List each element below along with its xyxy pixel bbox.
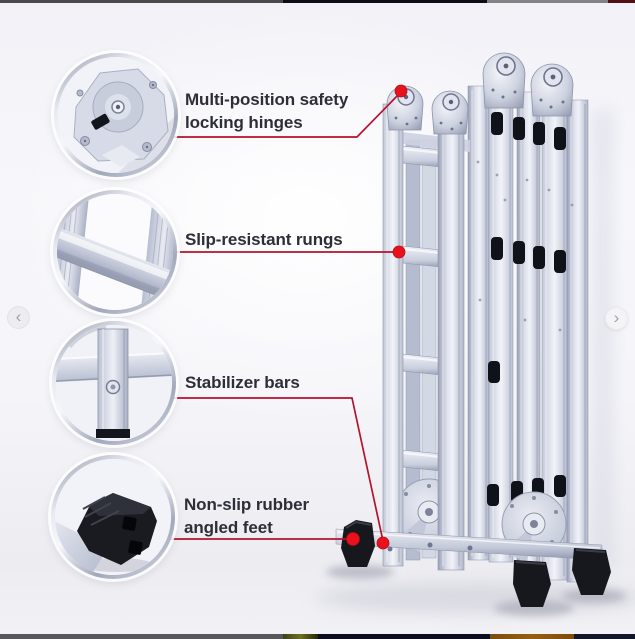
feature-label-stabilizer: Stabilizer bars [185,371,300,394]
stabilizer-closeup-icon [56,325,172,441]
adjacent-slide-sliver-bottom [0,634,635,639]
feature-label-feet: Non-slip rubber angled feet [184,493,309,539]
callout-stabilizer-closeup [52,321,176,445]
annotation-dot-hinges [394,84,408,98]
ladder-front-section [382,85,470,571]
annotation-line-stabilizer [168,397,384,542]
rubber-foot-closeup-icon [55,459,171,575]
rung-closeup-icon [57,194,173,310]
callout-rung-closeup [53,190,177,314]
feature-label-line: locking hinges [185,113,303,132]
feature-label-hinges: Multi-position safety locking hinges [185,88,348,134]
annotation-dot-feet [346,532,360,546]
feature-label-line: Stabilizer bars [185,373,300,392]
adjacent-slide-sliver-top [0,0,635,3]
chevron-right-icon: › [613,308,620,327]
annotation-line-hinges [168,91,402,138]
feature-label-line: Slip-resistant rungs [185,230,343,249]
feature-label-line: angled feet [184,518,273,537]
chevron-left-icon: ‹ [15,307,22,326]
feature-label-line: Non-slip rubber [184,495,310,514]
feature-label-rungs: Slip-resistant rungs [185,228,343,251]
annotation-dots [346,84,408,550]
feature-label-line: Multi-position safety [185,90,349,109]
rung-slot-holes [487,112,566,506]
carousel-prev-button[interactable]: ‹ [7,306,30,329]
annotation-lines-overlay [168,91,402,542]
ladder-top-hinges-rear [482,52,574,117]
callout-foot-closeup [51,455,175,579]
rubber-feet [341,520,611,607]
annotation-dot-stabilizer [376,536,390,550]
hinge-closeup-icon [58,57,174,173]
annotation-dot-rungs [392,245,406,259]
carousel-next-button[interactable]: › [605,307,628,330]
photo-shadows [315,110,635,616]
callout-hinge-closeup [54,53,178,177]
